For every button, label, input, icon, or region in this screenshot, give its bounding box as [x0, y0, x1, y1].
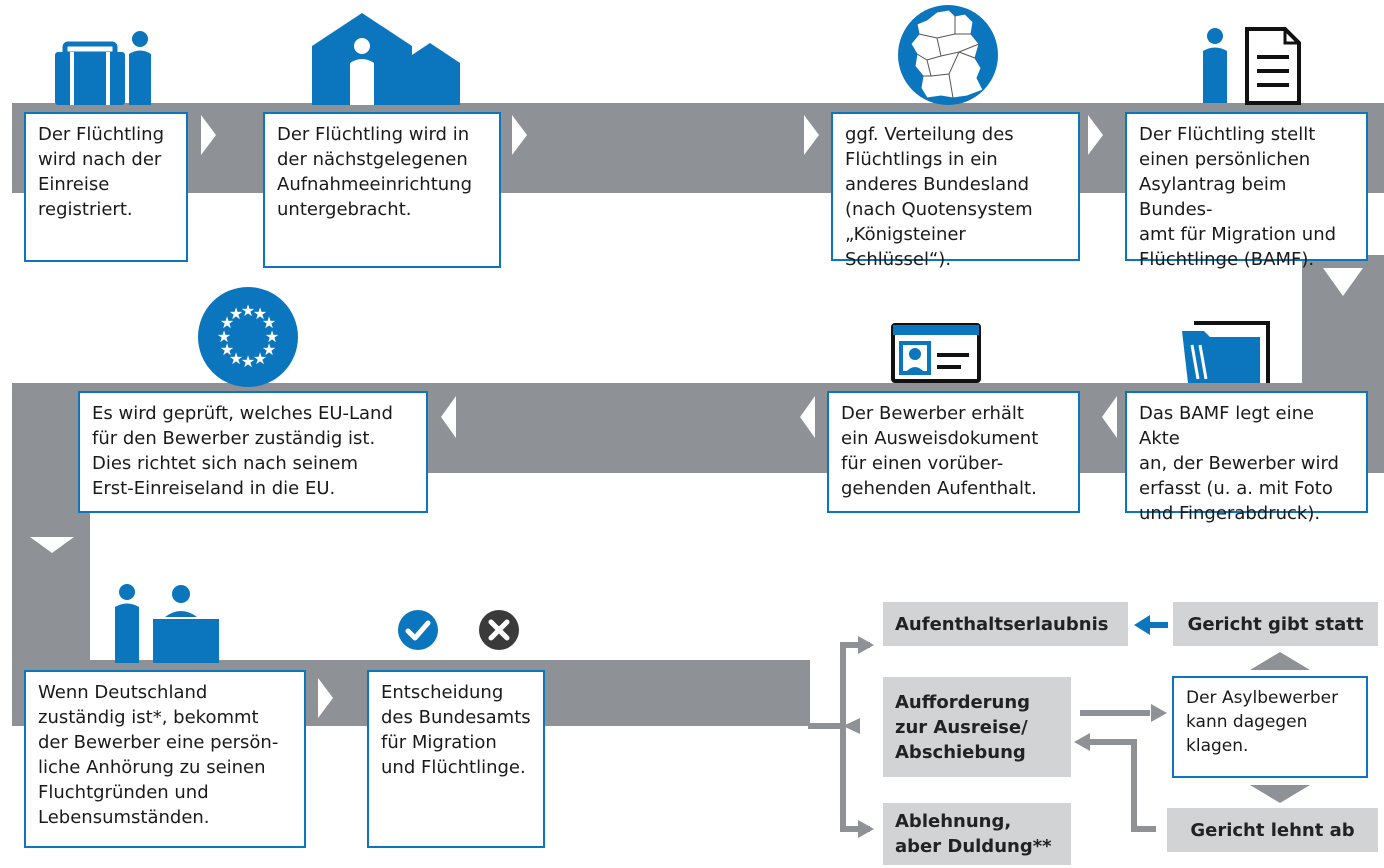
arrow-down-gray	[1250, 785, 1310, 803]
outcome-duldung: Ablehnung, aber Duldung**	[883, 803, 1071, 865]
svg-text:★: ★	[220, 313, 234, 332]
step-box-asylantrag: Der Flüchtling stellt einen persönlichen…	[1125, 112, 1368, 270]
reception-house-icon	[312, 13, 460, 105]
eu-flag-icon: ★★★★ ★★★★ ★★★★	[198, 287, 298, 387]
arrow-right-3	[804, 115, 819, 155]
folder-icon	[1182, 321, 1270, 383]
svg-text:★: ★	[262, 340, 276, 359]
step-text-eu-pruefung: Es wird geprüft, welches EU-Land für den…	[92, 403, 393, 499]
arrow-left-2	[800, 396, 815, 438]
cross-icon	[479, 610, 519, 650]
svg-text:★: ★	[229, 349, 243, 368]
step-box-eu-pruefung: Es wird geprüft, welches EU-Land für den…	[78, 391, 428, 513]
arrow-left-3	[441, 396, 456, 438]
svg-text:★: ★	[253, 349, 267, 368]
step-box-aufnahme: Der Flüchtling wird in der nächstgelegen…	[263, 112, 501, 268]
step-box-registrierung: Der Flüchtling wird nach der Einreise re…	[24, 112, 188, 262]
refugee-with-luggage-icon	[55, 31, 151, 105]
svg-text:★: ★	[262, 313, 276, 332]
outcome-text-ausreise: Aufforderung zur Ausreise/ Abschiebung	[895, 691, 1031, 763]
arrow-right-1	[201, 115, 216, 155]
arrow-left-1	[1102, 396, 1117, 438]
step-text-entscheidung: Entscheidung des Bundesamts für Migratio…	[381, 682, 531, 778]
court-lehnt-ab: Gericht lehnt ab	[1167, 808, 1378, 852]
flow-band-left-connector	[12, 473, 90, 673]
svg-text:★: ★	[229, 304, 243, 323]
arrow-up-gray	[1250, 652, 1310, 670]
person-with-document-icon	[1203, 27, 1301, 105]
outcome-text-aufenthaltserlaubnis: Aufenthaltserlaubnis	[895, 613, 1109, 635]
arrow-right-4	[1088, 115, 1103, 155]
step-box-entscheidung: Entscheidung des Bundesamts für Migratio…	[367, 670, 545, 848]
svg-text:★: ★	[265, 327, 279, 346]
step-box-anhoerung: Wenn Deutschland zuständig ist*, bekommt…	[24, 670, 306, 848]
interview-icon	[115, 584, 219, 663]
svg-text:★: ★	[220, 340, 234, 359]
klage-text: Der Asylbewerber kann dagegen klagen.	[1186, 688, 1339, 756]
court-text-gibt-statt: Gericht gibt statt	[1187, 613, 1364, 635]
outcome-aufenthaltserlaubnis: Aufenthaltserlaubnis	[883, 602, 1128, 646]
step-text-ausweis: Der Bewerber erhält ein Ausweisdokument …	[841, 403, 1039, 499]
court-text-lehnt-ab: Gericht lehnt ab	[1190, 819, 1355, 841]
outcome-text-duldung: Ablehnung, aber Duldung**	[895, 811, 1052, 857]
step-text-verteilung: ggf. Verteilung des Flüchtlings in ein a…	[845, 124, 1033, 270]
svg-text:★: ★	[217, 327, 231, 346]
arrow-right-2	[512, 115, 527, 155]
germany-map-icon	[898, 5, 998, 105]
step-box-verteilung: ggf. Verteilung des Flüchtlings in ein a…	[831, 112, 1080, 270]
step-text-akte: Das BAMF legt eine Akte an, der Bewerber…	[1139, 403, 1339, 524]
arrow-down-left	[30, 537, 74, 553]
outcome-ausreise: Aufforderung zur Ausreise/ Abschiebung	[883, 677, 1071, 777]
step-box-akte: Das BAMF legt eine Akte an, der Bewerber…	[1125, 391, 1368, 524]
klage-box: Der Asylbewerber kann dagegen klagen.	[1172, 676, 1368, 778]
svg-text:★: ★	[241, 301, 255, 320]
id-card-icon	[891, 323, 981, 383]
arrow-right-5	[318, 678, 333, 718]
step-box-ausweis: Der Bewerber erhält ein Ausweisdokument …	[827, 391, 1080, 513]
step-text-registrierung: Der Flüchtling wird nach der Einreise re…	[38, 124, 165, 220]
court-gibt-statt: Gericht gibt statt	[1173, 602, 1378, 646]
step-text-aufnahme: Der Flüchtling wird in der nächstgelegen…	[277, 124, 473, 220]
svg-text:★: ★	[253, 304, 267, 323]
step-text-anhoerung: Wenn Deutschland zuständig ist*, bekommt…	[38, 682, 279, 828]
arrow-down-right	[1323, 268, 1363, 296]
step-text-asylantrag: Der Flüchtling stellt einen persönlichen…	[1139, 124, 1337, 270]
svg-text:★: ★	[241, 352, 255, 371]
check-icon	[398, 610, 438, 650]
